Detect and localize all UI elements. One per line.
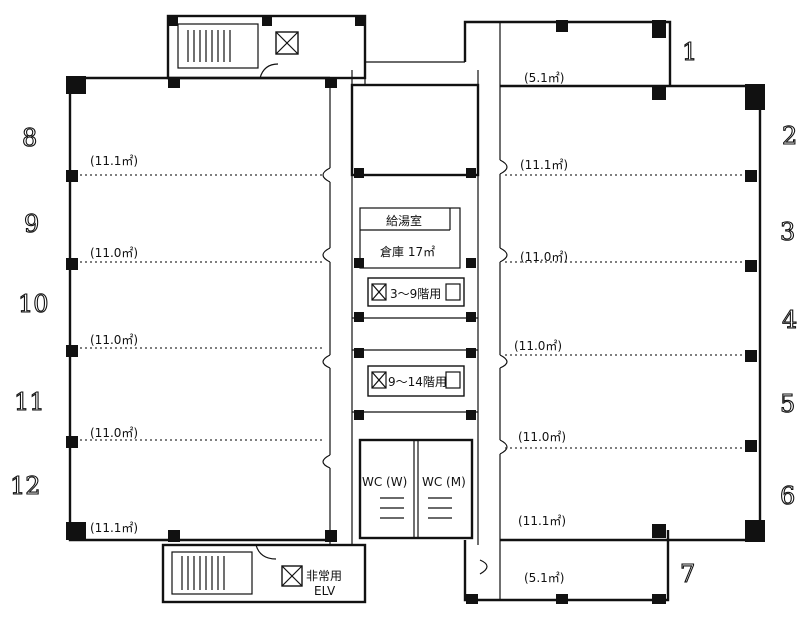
top-room xyxy=(350,22,480,177)
unit-area-7: (5.1㎡) xyxy=(524,571,564,585)
unit-number-9: 9 xyxy=(24,210,39,238)
bottom-stair-core xyxy=(161,543,367,604)
unit-area-8: (11.1㎡) xyxy=(90,154,138,168)
wc-men-label: WC (M) xyxy=(422,475,466,489)
unit-numbers: 1 2 3 4 5 6 7 8 9 10 11 12 xyxy=(9,37,797,588)
pantry-label: 給湯室 xyxy=(386,213,422,228)
elevator-group-b-label: 9～14階用 xyxy=(388,374,447,389)
unit-area-1: (5.1㎡) xyxy=(524,71,564,85)
unit-area-5: (11.0㎡) xyxy=(518,430,566,444)
unit-number-12: 12 xyxy=(10,472,41,500)
unit-area-9: (11.0㎡) xyxy=(90,246,138,260)
top-stair-core xyxy=(166,14,367,80)
emergency-elevator-label: 非常用 xyxy=(306,569,342,583)
wc-block xyxy=(358,438,474,540)
elevator-label: ELV xyxy=(314,584,336,598)
unit-number-11: 11 xyxy=(14,388,45,416)
unit-dividers xyxy=(80,174,752,449)
unit-area-12: (11.1㎡) xyxy=(90,521,138,535)
unit-area-11: (11.0㎡) xyxy=(90,426,138,440)
unit-number-7: 7 xyxy=(680,560,695,588)
unit-number-2: 2 xyxy=(782,122,797,150)
core-labels: 給湯室 倉庫 17㎡ 3～9階用 9～14階用 WC (W) WC (M) 非常… xyxy=(306,213,466,598)
central-core xyxy=(352,207,478,413)
unit-area-3: (11.0㎡) xyxy=(520,250,568,264)
unit-number-8: 8 xyxy=(22,124,37,152)
unit-number-3: 3 xyxy=(780,218,795,246)
columns xyxy=(66,20,765,604)
area-labels: (5.1㎡) (11.1㎡) (11.0㎡) (11.0㎡) (11.0㎡) (… xyxy=(90,71,568,585)
unit-area-6: (11.1㎡) xyxy=(518,514,566,528)
unit-area-2: (11.1㎡) xyxy=(520,158,568,172)
outer-walls xyxy=(68,70,762,545)
unit-area-10: (11.0㎡) xyxy=(90,333,138,347)
storage-label: 倉庫 17㎡ xyxy=(380,244,435,259)
unit-number-10: 10 xyxy=(18,290,49,318)
unit-area-4: (11.0㎡) xyxy=(514,339,562,353)
unit-number-6: 6 xyxy=(780,482,795,510)
elevator-group-a-label: 3～9階用 xyxy=(390,286,441,301)
wc-women-label: WC (W) xyxy=(362,475,407,489)
unit-number-1: 1 xyxy=(682,38,697,66)
unit-number-5: 5 xyxy=(780,390,795,418)
unit-number-4: 4 xyxy=(782,306,797,334)
